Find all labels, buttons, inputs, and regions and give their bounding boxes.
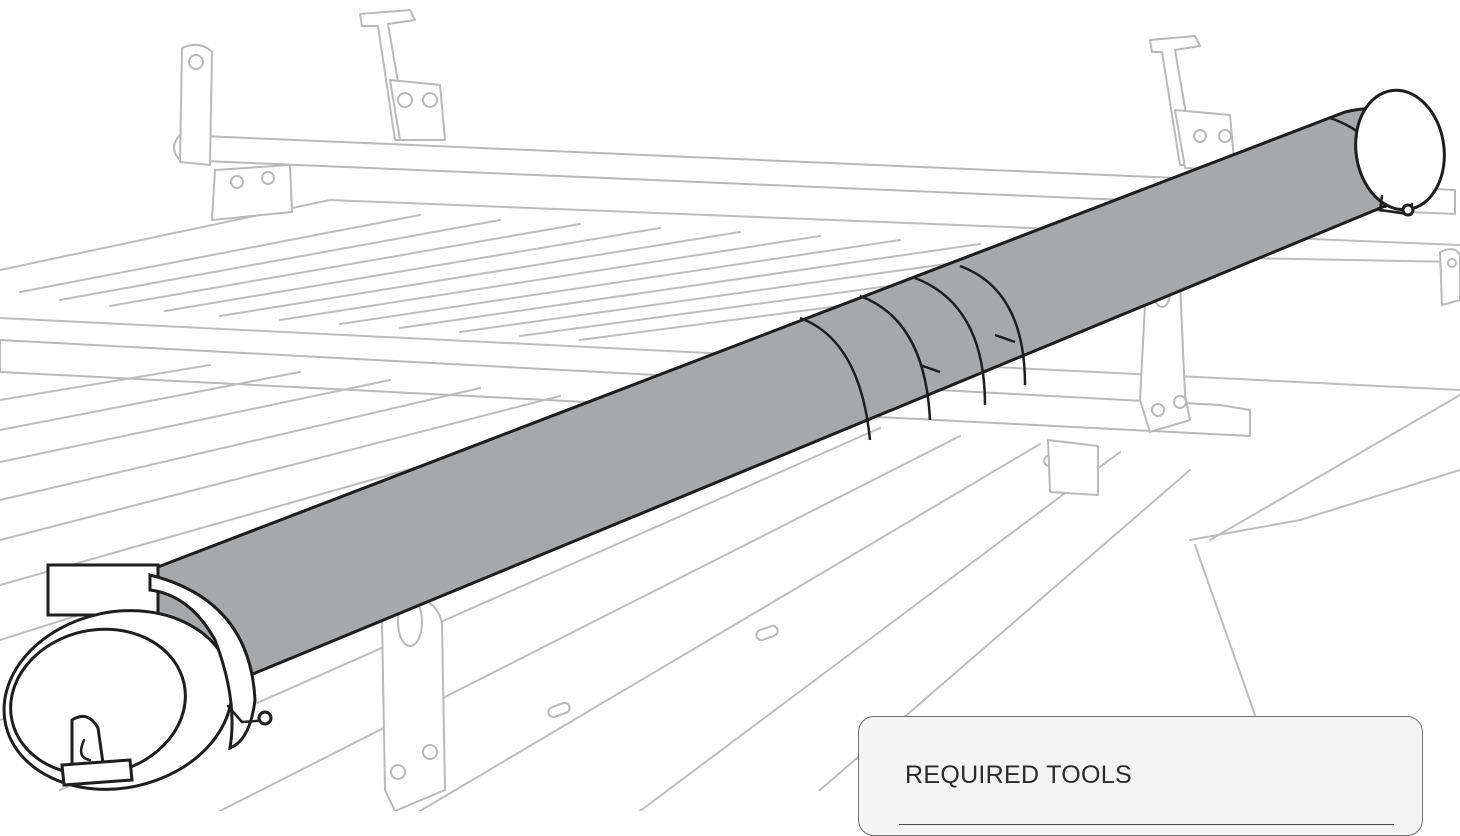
rear-right-bracket <box>1149 35 1236 171</box>
panel-divider <box>899 824 1394 825</box>
left-end-cap <box>2 563 273 791</box>
rear-left-bracket <box>179 9 446 221</box>
front-left-bracket <box>381 594 446 811</box>
front-right-bracket <box>1047 271 1191 496</box>
installation-diagram <box>0 9 1460 811</box>
right-end-cap <box>1354 88 1446 217</box>
required-tools-title: REQUIRED TOOLS <box>905 761 1132 789</box>
required-tools-panel: REQUIRED TOOLS <box>858 716 1423 836</box>
